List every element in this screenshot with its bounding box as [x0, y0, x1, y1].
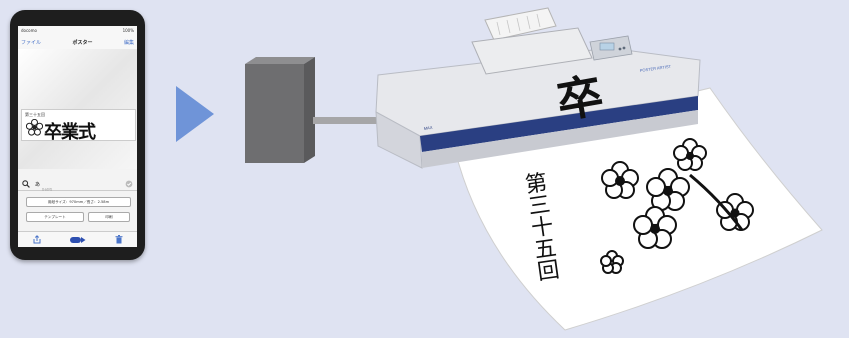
file-button[interactable]: ファイル — [21, 39, 41, 46]
battery-label: 100% — [123, 28, 134, 33]
sakura-icon — [26, 119, 43, 136]
preview-small-text: 第三十五回 — [25, 112, 45, 118]
lcd-display — [600, 43, 614, 50]
print-button[interactable]: 印刷 — [88, 212, 130, 222]
search-icon — [22, 180, 30, 188]
share-icon[interactable] — [33, 235, 41, 244]
arrow-right-icon — [176, 86, 214, 142]
template-button[interactable]: テンプレート — [26, 212, 84, 222]
send-to-printer-icon[interactable] — [70, 236, 86, 244]
preview-main-text: 卒業式 — [44, 118, 95, 144]
trash-icon[interactable] — [115, 235, 123, 244]
printer-illustration: POSTER ARTIST MAX 卒 第三十五回 — [370, 0, 849, 338]
clear-icon[interactable] — [125, 180, 133, 188]
input-value[interactable]: あ — [35, 181, 40, 188]
preview-card: 第三十五回 卒業式 — [21, 109, 136, 141]
text-input-row[interactable]: あ ひらがな — [18, 178, 137, 191]
carrier-label: docomo — [21, 28, 37, 33]
status-bar: docomo 100% — [18, 26, 137, 35]
adapter-device — [245, 57, 317, 165]
nav-title: ポスター — [72, 39, 92, 46]
bottom-toolbar — [18, 231, 137, 247]
nav-bar: ファイル ポスター 編集 — [18, 35, 137, 50]
preview-area[interactable]: 第三十五回 卒業式 — [18, 49, 137, 169]
edit-button[interactable]: 編集 — [124, 39, 134, 46]
input-sub-label: ひらがな — [42, 187, 52, 191]
banner-big-glyph: 卒 — [553, 68, 608, 129]
paper-info-button[interactable]: 用紙サイズ：970mm／長さ：2.58m — [26, 197, 131, 207]
phone-screen: docomo 100% ファイル ポスター 編集 第三十五回 — [18, 26, 137, 247]
smartphone: docomo 100% ファイル ポスター 編集 第三十五回 — [10, 10, 145, 260]
